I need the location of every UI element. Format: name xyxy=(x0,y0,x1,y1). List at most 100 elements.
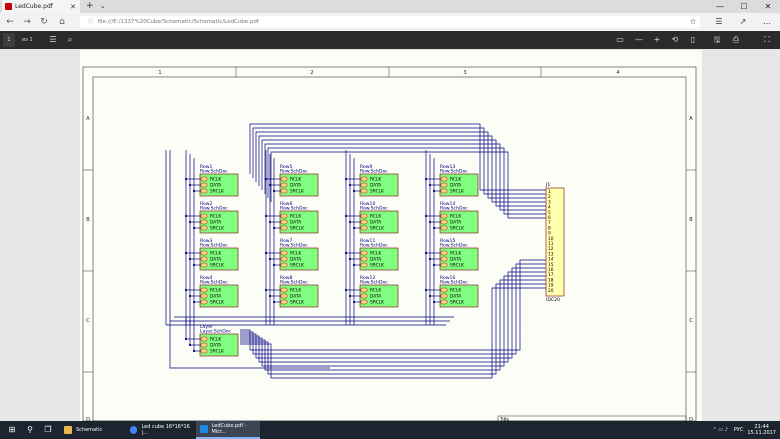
save-icon[interactable]: 🖫 xyxy=(713,35,721,44)
print-icon[interactable]: ⎙ xyxy=(732,35,740,44)
fullscreen-icon[interactable]: ⛶ xyxy=(764,35,770,44)
wire xyxy=(240,287,546,379)
junction-dot xyxy=(424,177,428,181)
sheet-port xyxy=(360,182,368,188)
sheet-file: Row.SchDoc xyxy=(280,280,308,286)
sheet-file: Layer.SchDoc xyxy=(200,329,232,335)
sheet-port xyxy=(200,250,208,256)
sheet-name: Row12 xyxy=(360,275,375,281)
wire xyxy=(240,271,546,363)
junction-dot xyxy=(268,294,272,298)
junction-dot xyxy=(264,214,268,218)
home-button[interactable]: ⌂ xyxy=(59,17,65,27)
port-label: SRCLK xyxy=(210,189,224,195)
title-label: Title xyxy=(499,417,509,422)
wire xyxy=(240,279,546,371)
port-label: RCLK xyxy=(370,251,381,257)
row-label: B xyxy=(86,217,90,223)
connector-pin: 10 xyxy=(548,236,554,242)
taskbar-app-chrome[interactable]: Led cube 16*16*16 |... xyxy=(126,421,194,439)
junction-dot xyxy=(188,257,192,261)
port-label: DATA xyxy=(450,257,461,263)
back-button[interactable]: ← xyxy=(6,17,14,27)
search-taskbar-icon[interactable]: ⚲ xyxy=(27,425,33,434)
close-window-button[interactable]: ✕ xyxy=(764,2,772,11)
taskbar-app-edge[interactable]: LedCube.pdf - Micr... xyxy=(196,421,260,439)
port-label: RCLK xyxy=(450,288,461,294)
zoom-in-icon[interactable]: + xyxy=(653,35,661,44)
sheet-name: Row4 xyxy=(200,275,213,281)
wire xyxy=(240,267,546,359)
share-icon[interactable]: ↗ xyxy=(739,17,747,26)
clock[interactable]: 21:44 15.11.2017 xyxy=(747,424,776,436)
more-icon[interactable]: … xyxy=(763,17,771,26)
junction-dot xyxy=(424,251,428,255)
fit-page-icon[interactable]: ▭ xyxy=(616,35,624,44)
sheet-port xyxy=(280,225,288,231)
port-label: DATA xyxy=(210,220,221,226)
sheet-port xyxy=(360,219,368,225)
junction-dot xyxy=(268,183,272,187)
junction-dot xyxy=(192,300,196,304)
junction-dot xyxy=(188,183,192,187)
port-label: SRCLK xyxy=(210,349,224,355)
connector-pin: 15 xyxy=(548,262,554,268)
sheet-port xyxy=(200,293,208,299)
task-view-icon[interactable]: ❐ xyxy=(44,425,52,434)
rotate-icon[interactable]: ⟲ xyxy=(671,35,679,44)
junction-dot xyxy=(432,189,436,193)
connector-part: IDC20 xyxy=(546,297,560,303)
port-label: DATA xyxy=(450,183,461,189)
sheet-port xyxy=(200,256,208,262)
junction-dot xyxy=(352,226,356,230)
junction-dot xyxy=(352,300,356,304)
page-view-icon[interactable]: ▯ xyxy=(690,35,696,44)
minimize-button[interactable]: — xyxy=(716,2,724,11)
sheet-port xyxy=(440,262,448,268)
tab-close-icon[interactable]: ✕ xyxy=(70,2,76,11)
port-label: SRCLK xyxy=(210,263,224,269)
page-number-input[interactable]: 1 xyxy=(3,33,15,47)
language-indicator[interactable]: РУС xyxy=(733,427,744,433)
contents-icon[interactable]: ☰ xyxy=(49,35,57,44)
start-icon[interactable]: ⊞ xyxy=(8,425,16,434)
port-label: DATA xyxy=(210,257,221,263)
connector-pin: 6 xyxy=(548,215,551,221)
sheet-port xyxy=(200,342,208,348)
maximize-button[interactable]: ☐ xyxy=(740,2,748,11)
forward-button[interactable]: → xyxy=(23,17,31,27)
sheet-port xyxy=(200,287,208,293)
port-label: RCLK xyxy=(370,214,381,220)
wire xyxy=(258,135,546,203)
sheet-file: Row.SchDoc xyxy=(280,206,308,212)
port-label: SRCLK xyxy=(450,300,464,306)
connector-pin: 14 xyxy=(548,257,554,263)
connector-pin: 12 xyxy=(548,246,554,252)
sheet-file: Row.SchDoc xyxy=(200,243,228,249)
tray-icons[interactable]: ⌃ ▭ ♪ xyxy=(712,427,728,433)
sheet-name: Row2 xyxy=(200,201,213,207)
tab-dropdown-icon[interactable]: ⌄ xyxy=(100,2,106,10)
connector-pin: 13 xyxy=(548,251,554,257)
favorite-icon[interactable]: ☆ xyxy=(689,17,697,26)
search-icon[interactable]: ⌕ xyxy=(67,35,73,44)
clock-date: 15.11.2017 xyxy=(747,430,776,436)
junction-dot xyxy=(344,288,348,292)
new-tab-button[interactable]: + xyxy=(86,1,94,11)
port-label: RCLK xyxy=(290,288,301,294)
sheet-name: Row5 xyxy=(280,164,293,170)
zoom-out-icon[interactable]: — xyxy=(635,35,643,44)
taskbar-app-explorer[interactable]: Schematic xyxy=(60,421,124,439)
connector-pin: 18 xyxy=(548,277,554,283)
wire xyxy=(270,151,546,219)
sheet-port xyxy=(200,213,208,219)
junction-dot xyxy=(428,257,432,261)
browser-tab[interactable]: LedCube.pdf ✕ xyxy=(2,0,80,13)
sheet-port xyxy=(280,182,288,188)
wire xyxy=(240,259,546,351)
favorites-list-icon[interactable]: ☰ xyxy=(715,17,723,26)
refresh-button[interactable]: ↻ xyxy=(40,17,48,27)
sheet-port xyxy=(280,219,288,225)
